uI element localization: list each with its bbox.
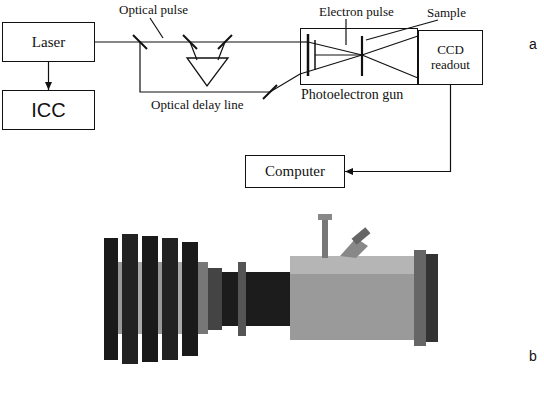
panel-letter: a — [528, 36, 538, 52]
panel-letter: b — [528, 348, 538, 364]
optical-pulse-label: Optical pulse — [118, 3, 189, 17]
ccd-readout-box: CCD readout — [418, 30, 483, 85]
sample-label: Sample — [426, 6, 467, 20]
connector — [95, 42, 300, 43]
box-text: Photoelectron gun — [301, 87, 403, 102]
delay-line-label: Optical delay line — [150, 98, 244, 112]
box-text: Computer — [265, 163, 325, 180]
optical-path — [133, 18, 438, 99]
box-text: ICC — [31, 99, 65, 121]
box-text: CCD readout — [419, 43, 482, 72]
device-photo — [104, 214, 438, 364]
computer-box: Computer — [245, 155, 345, 188]
gun-interior — [300, 34, 418, 78]
electron-pulse-label: Electron pulse — [318, 5, 395, 19]
box-text: Laser — [32, 34, 65, 51]
photoelectron-gun: Photoelectron gun — [300, 28, 418, 85]
laser-box: Laser — [2, 22, 95, 62]
icc-box: ICC — [2, 90, 95, 130]
connector — [45, 62, 52, 90]
